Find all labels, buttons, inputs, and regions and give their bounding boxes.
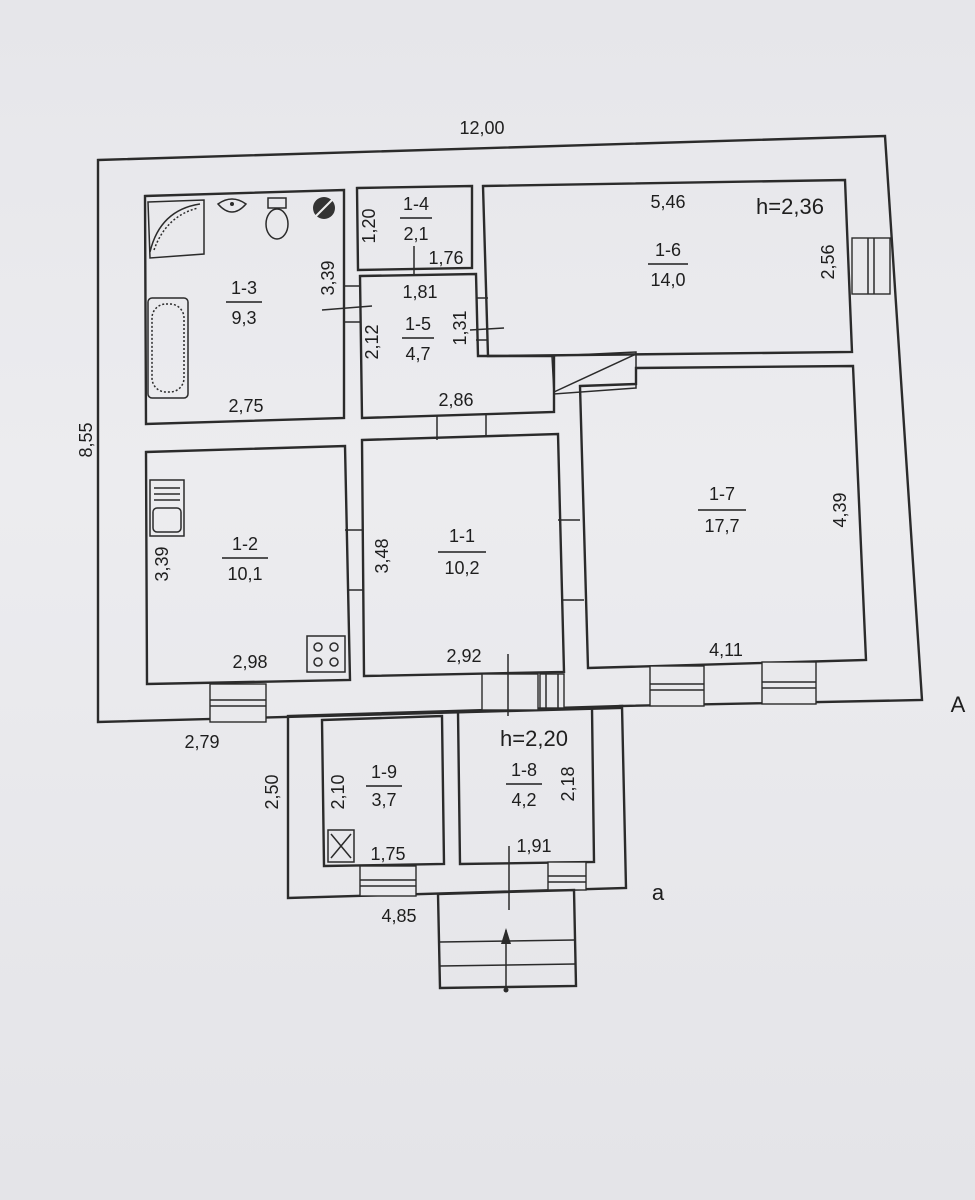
svg-text:4,39: 4,39 [830, 492, 850, 527]
stair-landing [551, 351, 637, 395]
svg-text:1-4: 1-4 [403, 194, 429, 214]
ceiling-height-annex: h=2,20 [500, 726, 568, 751]
svg-text:2,1: 2,1 [403, 224, 428, 244]
svg-text:1,91: 1,91 [516, 836, 551, 856]
svg-text:2,98: 2,98 [232, 652, 267, 672]
room-1-2: 1-2 10,1 3,39 2,98 [152, 534, 268, 672]
room-1-2-outline [144, 444, 352, 686]
svg-text:5,46: 5,46 [650, 192, 685, 212]
svg-text:2,12: 2,12 [362, 324, 382, 359]
stair-diagonal [553, 353, 637, 393]
svg-text:2,18: 2,18 [558, 766, 578, 801]
room-1-8: 1-8 4,2 2,18 1,91 [506, 760, 578, 856]
svg-text:4,2: 4,2 [511, 790, 536, 810]
room-1-9-outline [320, 714, 446, 868]
svg-text:1-6: 1-6 [655, 240, 681, 260]
svg-text:17,7: 17,7 [704, 516, 739, 536]
entrance-steps [436, 654, 578, 993]
svg-text:10,2: 10,2 [444, 558, 479, 578]
svg-text:10,1: 10,1 [227, 564, 262, 584]
room-1-3: 1-3 9,3 2,75 3,39 [226, 260, 338, 416]
facade-letter: A [951, 692, 966, 717]
door-openings [344, 285, 584, 601]
room-1-6: 5,46 1-6 14,0 2,56 [648, 192, 838, 290]
overall-width-label: 12,00 [459, 118, 504, 138]
svg-text:1,75: 1,75 [370, 844, 405, 864]
svg-text:1-7: 1-7 [709, 484, 735, 504]
room-1-1: 1-1 10,2 3,48 2,92 [372, 526, 486, 666]
toilet-icon [265, 197, 289, 240]
heater-icon [327, 829, 355, 863]
svg-text:1-5: 1-5 [405, 314, 431, 334]
windows [209, 237, 891, 897]
room-1-3-outline [143, 188, 346, 426]
boiler-icon [313, 197, 335, 219]
svg-text:1,81: 1,81 [402, 282, 437, 302]
svg-text:2,56: 2,56 [818, 244, 838, 279]
svg-text:1,31: 1,31 [450, 310, 470, 345]
svg-text:1,76: 1,76 [428, 248, 463, 268]
svg-text:1-8: 1-8 [511, 760, 537, 780]
svg-text:4,7: 4,7 [405, 344, 430, 364]
room-1-8-outline [456, 706, 596, 866]
svg-text:4,11: 4,11 [709, 640, 743, 660]
svg-text:3,48: 3,48 [372, 538, 392, 573]
svg-text:1-2: 1-2 [232, 534, 258, 554]
annex-height-label: 2,50 [262, 774, 282, 809]
svg-text:2,75: 2,75 [228, 396, 263, 416]
annex-width-label: 4,85 [381, 906, 416, 926]
svg-text:2,92: 2,92 [446, 646, 481, 666]
room-1-1-outline [360, 432, 566, 678]
room-1-4-outline [355, 184, 474, 272]
outer-wall [96, 134, 924, 724]
room-1-7: 1-7 17,7 4,39 4,11 [698, 484, 850, 660]
svg-text:1,20: 1,20 [359, 208, 379, 243]
svg-text:3,39: 3,39 [152, 546, 172, 581]
svg-text:14,0: 14,0 [650, 270, 685, 290]
annex-left-width-label: 2,79 [184, 732, 219, 752]
svg-text:2,86: 2,86 [438, 390, 473, 410]
stove-icon [306, 635, 346, 673]
marker-line [321, 305, 373, 311]
svg-text:3,7: 3,7 [371, 790, 396, 810]
kitchen-sink-icon [149, 479, 185, 537]
room-1-6-outline [481, 178, 854, 358]
svg-text:1-1: 1-1 [449, 526, 475, 546]
bathtub-icon [147, 297, 189, 399]
room-1-5: 1,81 1-5 4,7 2,12 1,31 2,86 [362, 282, 474, 410]
overall-height-label: 8,55 [76, 422, 96, 457]
annex-letter: a [652, 880, 665, 905]
room-1-4: 1-4 2,1 1,20 1,76 [359, 194, 464, 268]
svg-text:2,10: 2,10 [328, 774, 348, 809]
ceiling-height-main: h=2,36 [756, 194, 824, 219]
svg-text:1-3: 1-3 [231, 278, 257, 298]
svg-text:3,39: 3,39 [318, 260, 338, 295]
marker-line [469, 327, 505, 331]
svg-text:1-9: 1-9 [371, 762, 397, 782]
corner-shower-icon [147, 199, 205, 259]
svg-text:9,3: 9,3 [231, 308, 256, 328]
sink-icon [216, 198, 248, 213]
room-1-9: 1-9 3,7 2,10 1,75 [328, 762, 406, 864]
